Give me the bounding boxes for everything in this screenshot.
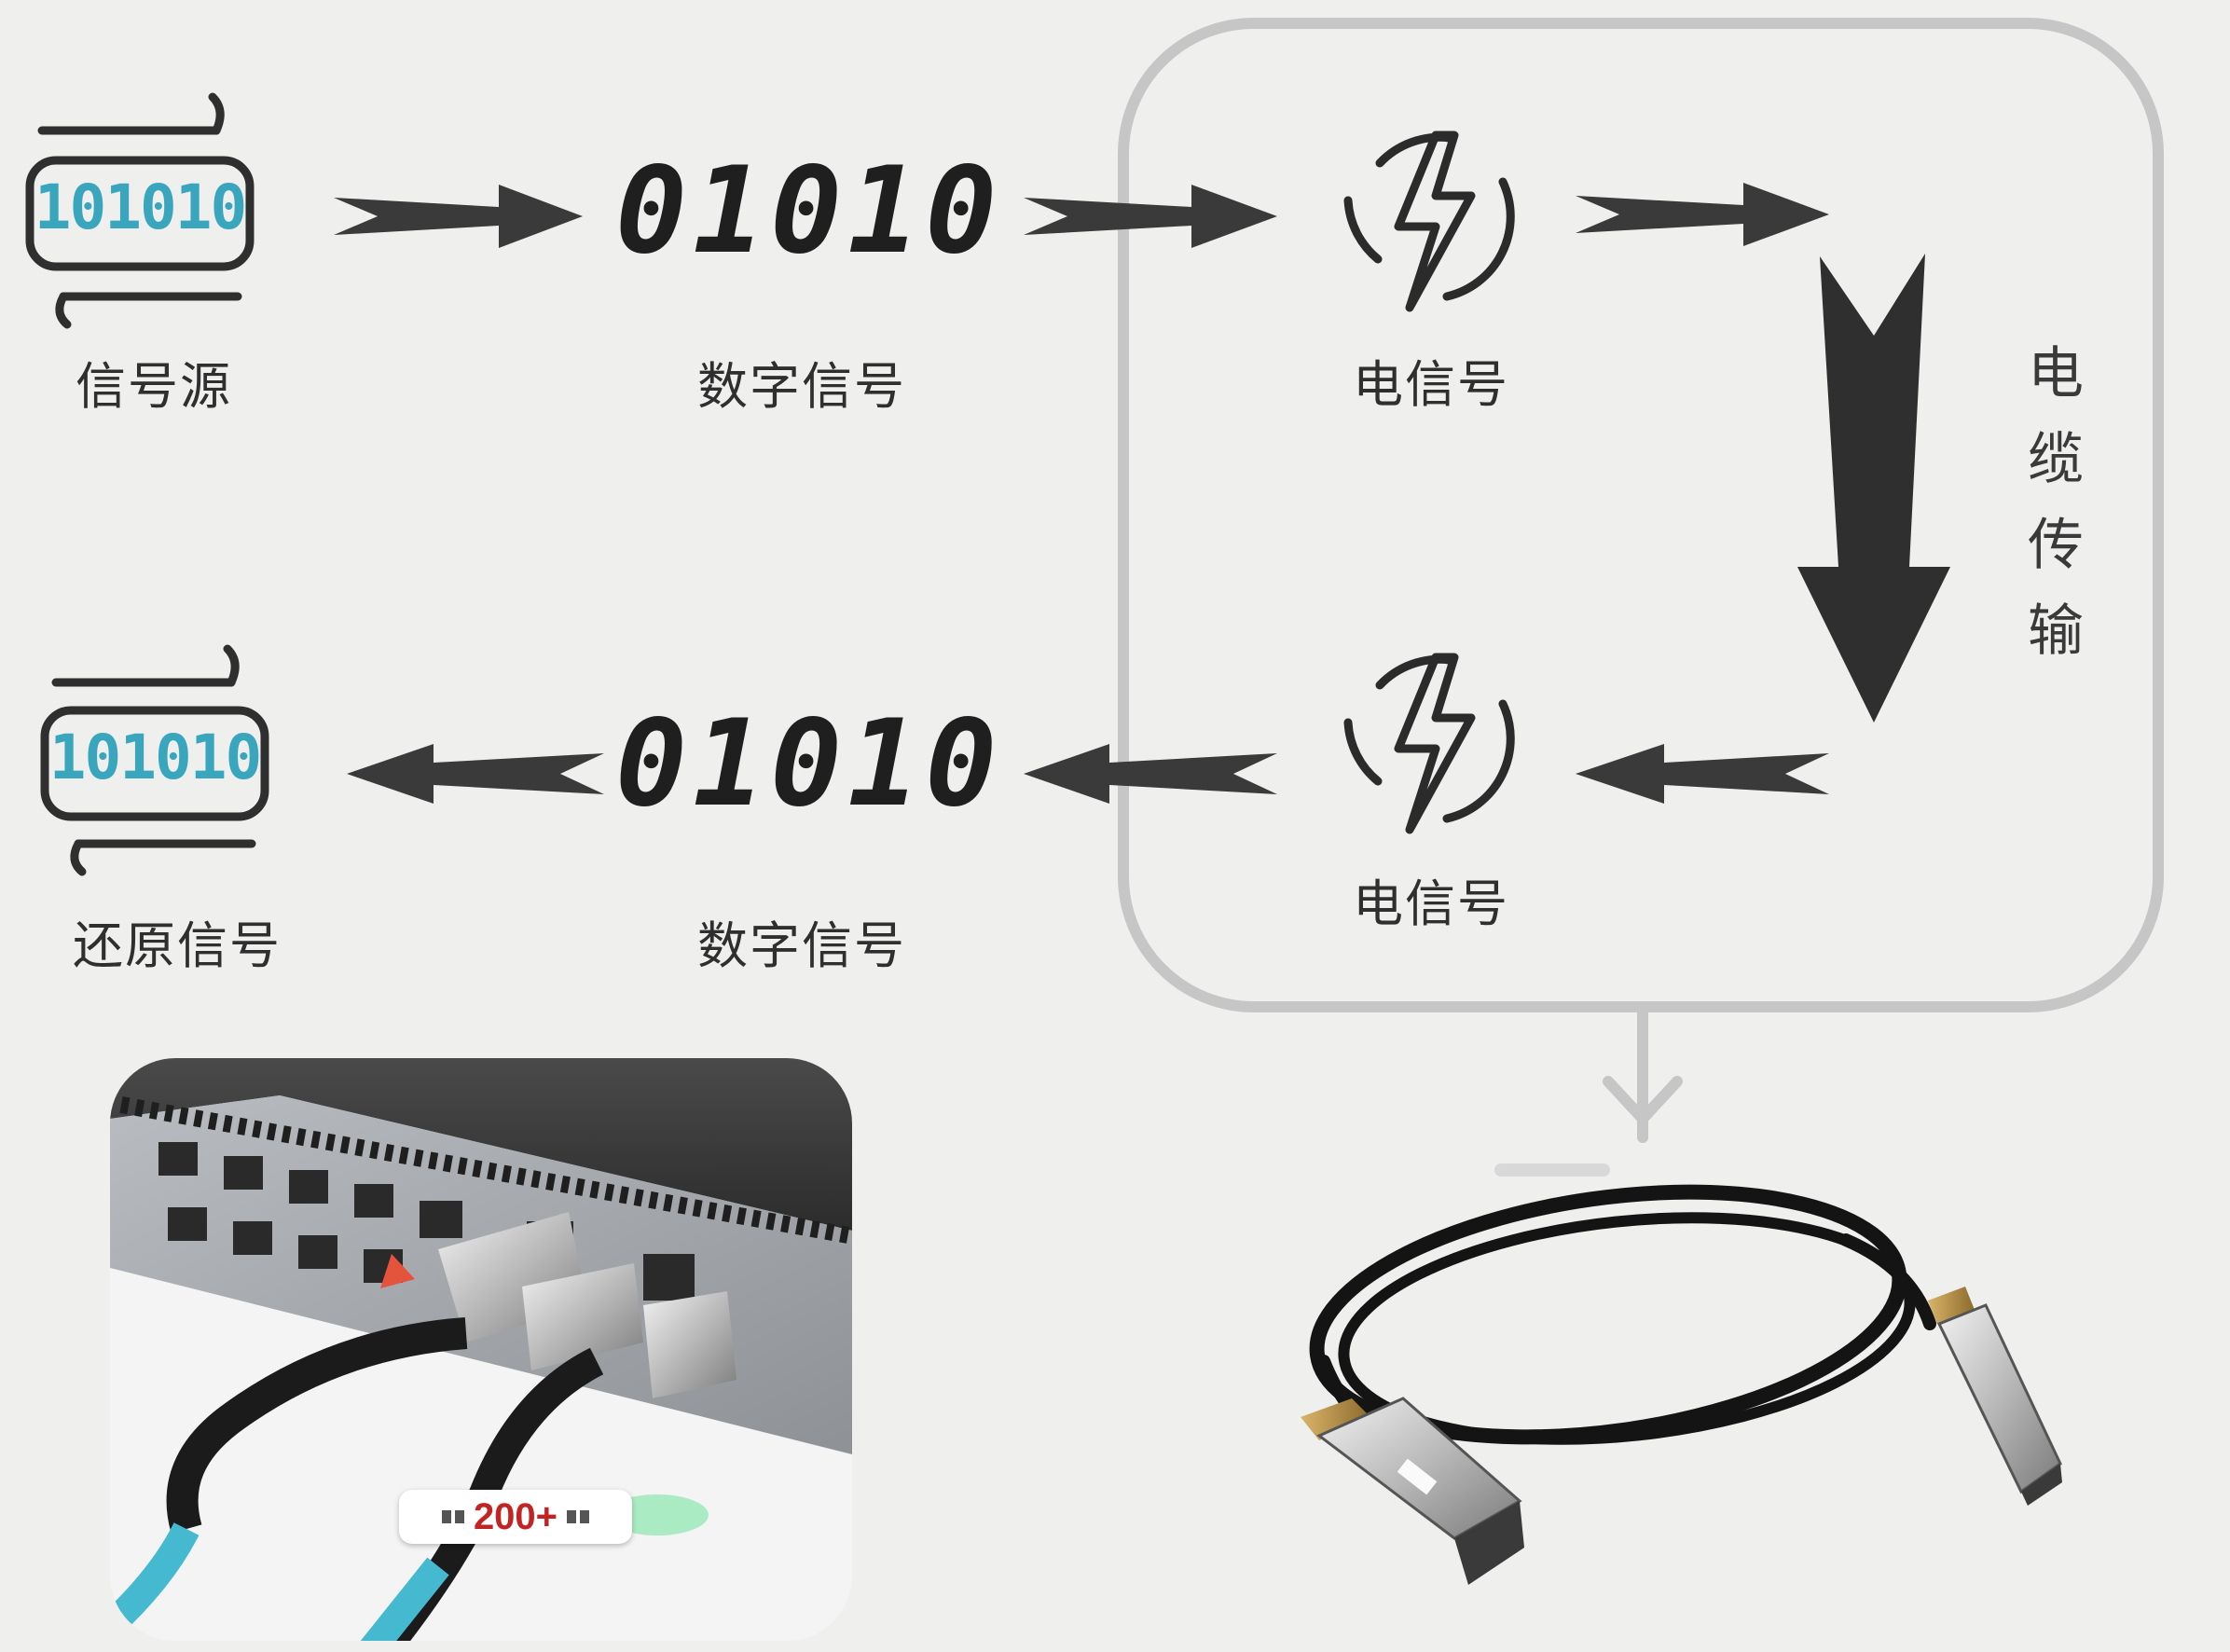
arrow-digital-to-restored [347,744,604,804]
restored-chip-icon [40,644,269,876]
switch-photo-badge: 200+ [399,1490,632,1544]
arrow-cable-to-electric [1576,744,1829,804]
cable-transmission-frame [1118,18,2164,1012]
lightning-icon [1343,131,1515,312]
digital-signal-bottom-digits: 01010 [615,695,1003,833]
dac-connector-left [1301,1397,1524,1585]
cable-transmission-char: 电 [2028,341,2084,406]
switch-photo [110,1058,852,1641]
badge-dots-right [567,1510,590,1523]
source-chip-digits: 101010 [34,172,247,243]
electric-signal-bottom-label: 电信号 [1353,874,1509,933]
badge-value: 200+ [473,1495,558,1537]
electric-signal-top-label: 电信号 [1353,355,1509,414]
lightning-icon [1343,653,1515,834]
dac-connector-right [1928,1287,2062,1506]
cable-transmission-label: 电 缆 传 输 [2023,331,2088,674]
restored-chip-digits: 101010 [48,722,262,793]
badge-dots-left [441,1510,464,1523]
arrow-electric-to-cable [1576,183,1829,246]
arrow-digital-to-electric [1024,185,1277,248]
arrow-electric-to-digital [1024,744,1277,804]
cable-transmission-char: 传 [2028,513,2084,578]
digital-signal-top-label: 数字信号 [697,357,906,416]
arrow-cable-down [1797,254,1950,723]
cable-transmission-char: 输 [2028,599,2084,664]
restored-signal-label: 还原信号 [73,916,282,975]
arrow-source-to-digital [334,185,583,248]
source-label: 信号源 [76,357,232,416]
dac-cable-photo [1309,1163,1936,1445]
digital-signal-bottom-label: 数字信号 [697,916,906,975]
frame-to-cable-arrow [1603,1001,1683,1143]
source-chip-icon [25,92,255,329]
digital-signal-top-digits: 01010 [615,142,1003,281]
cable-transmission-char: 缆 [2028,427,2084,492]
